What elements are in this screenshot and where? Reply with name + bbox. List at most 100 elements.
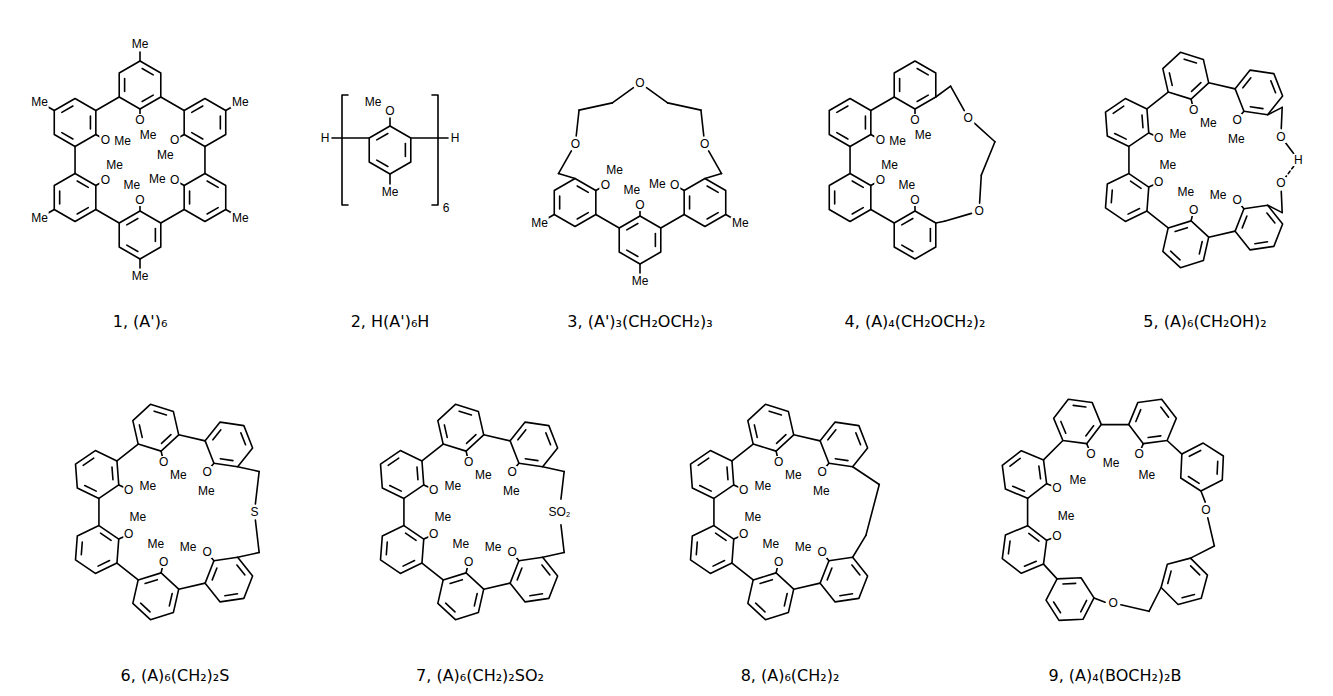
bond-line [1149, 588, 1161, 612]
bond-line [139, 206, 141, 211]
atom-label: Me [139, 129, 158, 141]
bond-line [117, 563, 138, 580]
atom-label: O [1231, 114, 1242, 126]
atom-label: Me [474, 469, 493, 481]
atom-label: Me [631, 275, 650, 287]
bond-line [558, 174, 575, 179]
atom-label: Me [444, 480, 463, 492]
benzene-ring [76, 451, 119, 499]
bond-line [713, 498, 715, 525]
double-bond [865, 116, 867, 129]
atom-label: O [123, 528, 134, 540]
benzene-ring [1002, 526, 1046, 574]
double-bond [1148, 436, 1161, 438]
double-bond [145, 580, 157, 584]
compound-caption: 1, (A')₆ [111, 314, 170, 330]
bond-line [558, 151, 571, 174]
benzene-ring [1129, 399, 1177, 443]
double-bond [450, 580, 462, 584]
double-bond [237, 565, 245, 575]
benzene-ring [1161, 558, 1207, 604]
double-bond [127, 218, 138, 224]
atom-label: O [816, 466, 827, 478]
double-bond [899, 79, 901, 92]
double-bond [1271, 81, 1276, 93]
atom-label: Me [530, 217, 549, 229]
double-bond [542, 565, 550, 575]
atom-label: O [962, 112, 973, 124]
bond-line [701, 110, 704, 136]
double-bond [220, 459, 233, 461]
double-bond [1192, 83, 1201, 92]
double-bond [1182, 594, 1194, 597]
double-bond [577, 213, 588, 219]
double-bond [403, 561, 415, 567]
double-bond [377, 160, 388, 166]
bond-line [980, 175, 982, 203]
atom-label: O [738, 528, 749, 540]
double-bond [827, 568, 832, 580]
atom-label: O [909, 114, 920, 126]
bond-line [204, 147, 206, 174]
bond-line [1268, 205, 1283, 212]
bond-line [661, 215, 684, 229]
double-bond [696, 542, 699, 555]
double-bond [546, 433, 551, 445]
atom-label: O [738, 484, 749, 496]
double-bond [225, 594, 238, 596]
benzene-ring [1054, 399, 1102, 443]
atom-label: Me [888, 135, 907, 147]
atom-label: O [506, 546, 517, 558]
atom-label: Me [794, 541, 813, 553]
compound-caption: 8, (A)₆(CH₂)₂ [739, 668, 842, 684]
bond-line [180, 135, 184, 138]
double-bond [62, 106, 73, 112]
bond-line [561, 525, 564, 553]
bond-line [403, 498, 405, 525]
atom-label: O [463, 556, 474, 568]
double-bond [828, 430, 836, 440]
bond-line [411, 137, 448, 139]
bond-line [936, 221, 945, 223]
double-bond [1267, 213, 1275, 223]
bond-line [1094, 598, 1105, 602]
atom-label: O [1200, 504, 1211, 516]
benzene-ring [76, 526, 119, 574]
benzene-ring [1106, 99, 1149, 147]
double-bond [726, 467, 729, 480]
atom-label: O [816, 546, 827, 558]
double-bond [474, 593, 477, 605]
compound-caption: 6, (A)₆(CH₂)₂S [119, 668, 232, 684]
benzene-ring [119, 61, 161, 109]
bond-line [1044, 441, 1063, 460]
double-bond [834, 191, 836, 204]
atom-label: Me [898, 179, 917, 191]
double-bond [1250, 107, 1263, 109]
double-bond [756, 603, 765, 612]
bond-line [180, 183, 184, 186]
double-bond [416, 467, 419, 480]
double-bond [769, 411, 781, 415]
bond-line [561, 471, 564, 499]
bond-line [849, 147, 851, 174]
double-bond [207, 181, 218, 187]
double-bond [1010, 458, 1020, 466]
benzene-ring [205, 422, 252, 467]
bond-line [639, 264, 641, 273]
bond-line [389, 118, 391, 126]
atom-label: O [428, 484, 439, 496]
bond-line [853, 467, 880, 485]
atom-label: O [1051, 482, 1062, 494]
atom-label: Me [131, 270, 150, 282]
atom-label: Me [179, 541, 198, 553]
benzene-ring [829, 174, 871, 222]
double-bond [716, 533, 727, 540]
bond-line [117, 444, 138, 461]
double-bond [388, 458, 399, 465]
atom-label: O [1133, 448, 1144, 460]
double-bond [192, 106, 203, 112]
double-bond [852, 208, 863, 214]
bond-line [732, 563, 753, 580]
atom-label: Me [113, 135, 132, 147]
double-bond [1081, 600, 1087, 611]
